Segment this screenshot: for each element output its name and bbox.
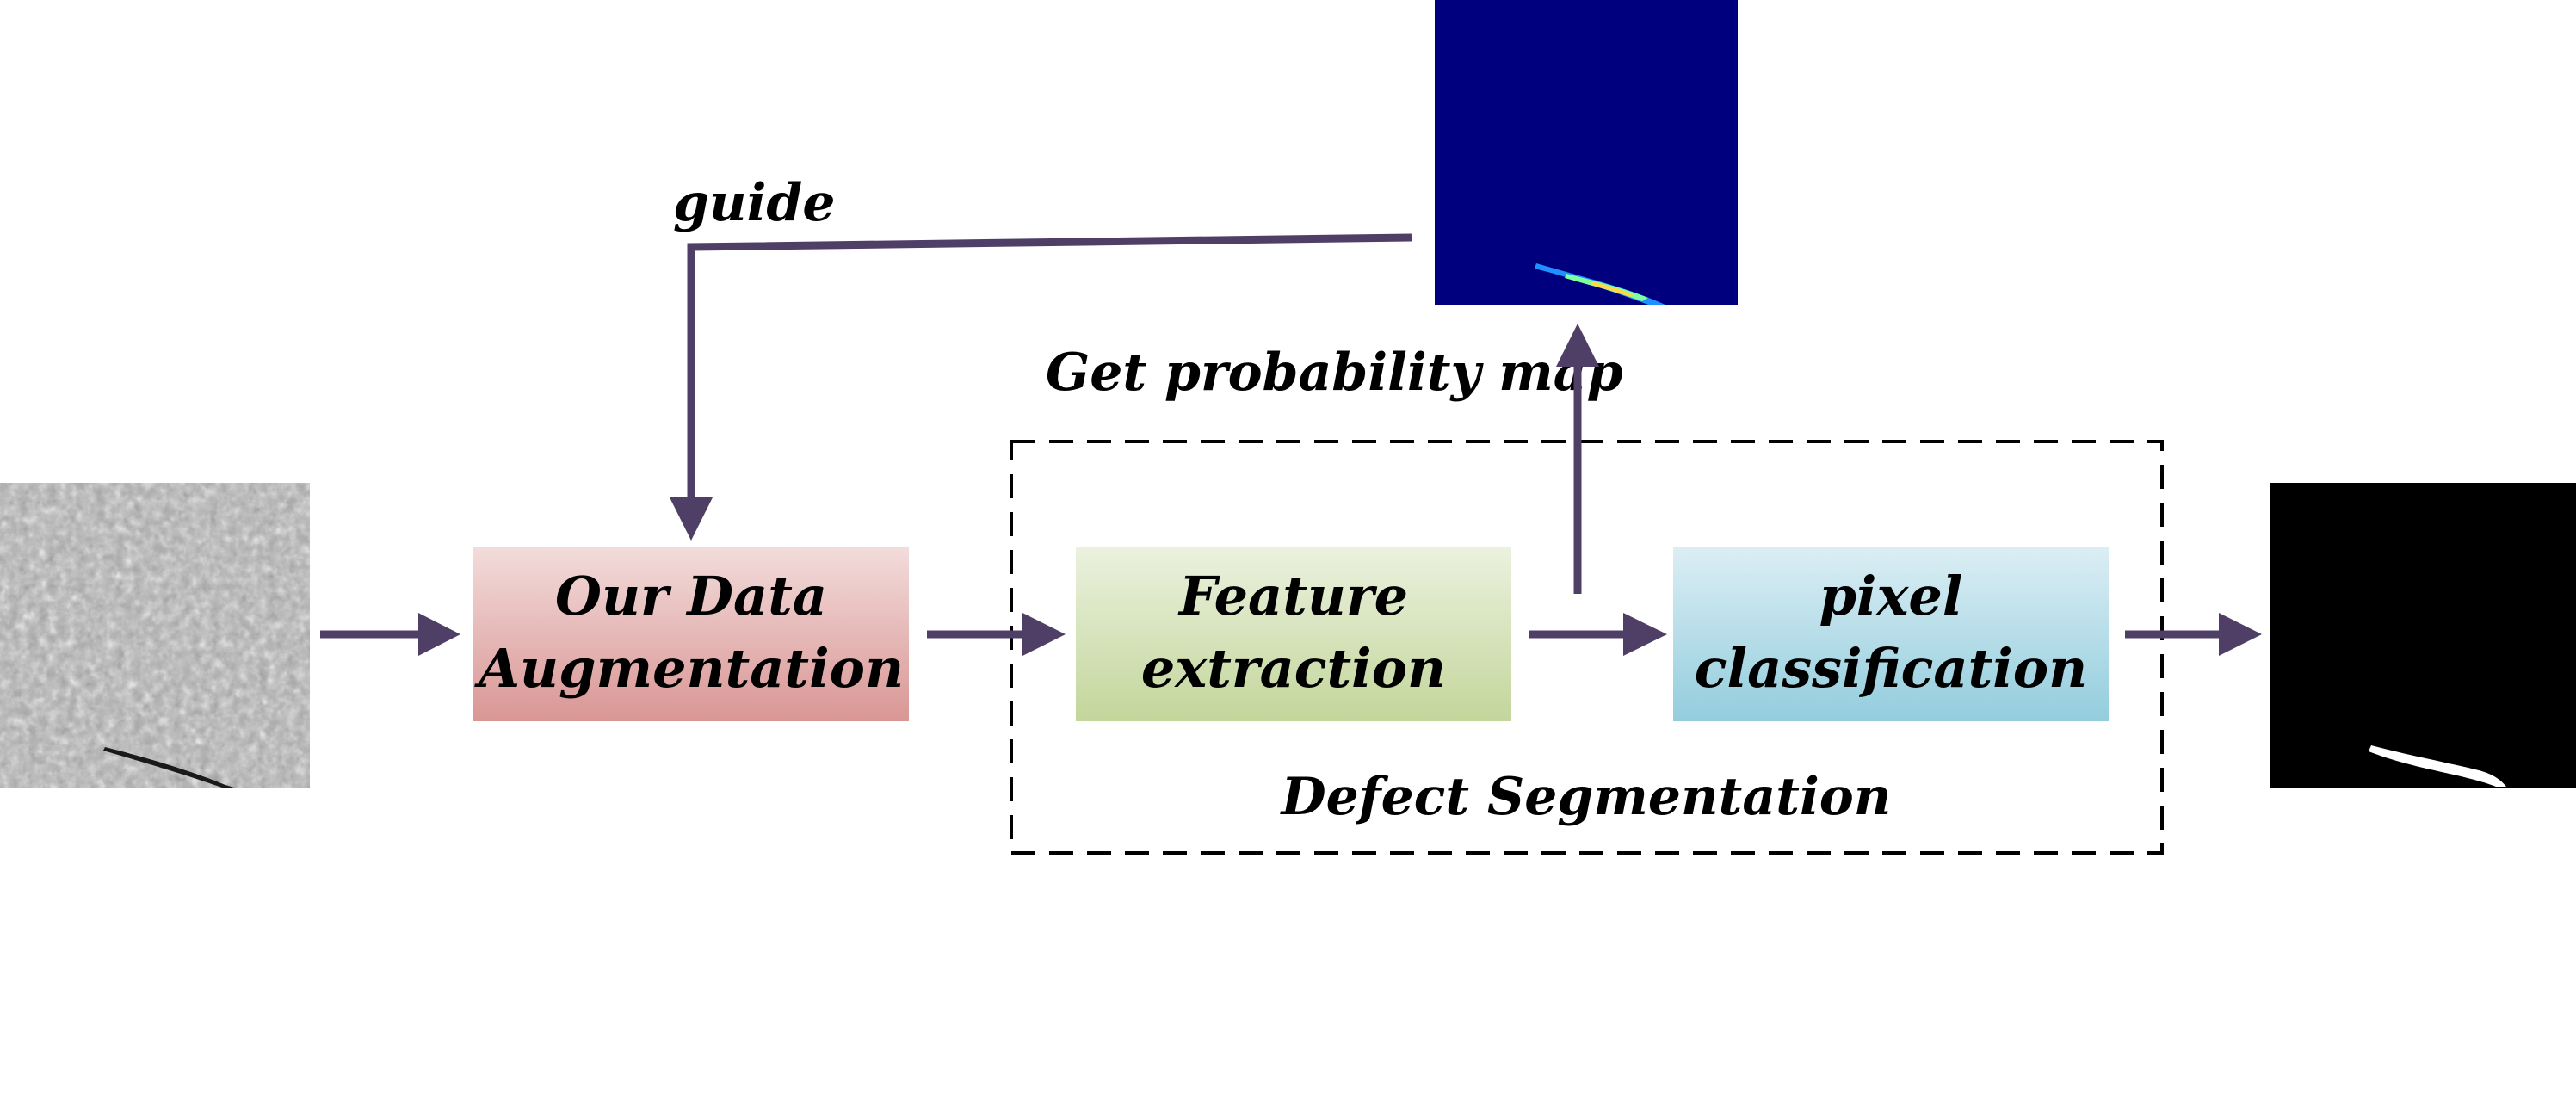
arrow-pixel-to-output	[2125, 613, 2262, 656]
arrow-augmentation-to-feature	[927, 613, 1066, 656]
crack-line	[103, 747, 234, 788]
defect-segmentation-frame	[1010, 440, 2164, 855]
feature-label-line2: extraction	[1141, 637, 1446, 700]
defect-segmentation-label: Defect Segmentation	[1280, 767, 1892, 827]
guide-label: guide	[673, 173, 836, 233]
arrow-feature-to-pixel	[1529, 613, 1667, 656]
arrow-to-probability-map	[1556, 324, 1599, 594]
get-probability-map-label: Get probability map	[1046, 343, 1623, 403]
feature-label-line1: Feature	[1177, 565, 1408, 627]
pixel-label-line1: pixel	[1819, 565, 1963, 627]
input-image	[0, 483, 310, 788]
pixel-label-line2: classification	[1695, 637, 2087, 700]
pixel-classification-box	[1673, 547, 2109, 721]
probability-map-image	[1435, 0, 1738, 305]
probability-crack-core	[1591, 281, 1634, 297]
guide-feedback-arrow	[670, 233, 1412, 541]
feature-extraction-box	[1076, 547, 1511, 721]
arrow-input-to-augmentation	[320, 613, 460, 656]
augmentation-box	[473, 547, 909, 721]
output-mask-image	[2270, 483, 2576, 788]
augmentation-label-line2: Augmentation	[474, 637, 904, 700]
augmentation-label-line1: Our Data	[555, 565, 827, 627]
mask-crack	[2369, 745, 2506, 787]
